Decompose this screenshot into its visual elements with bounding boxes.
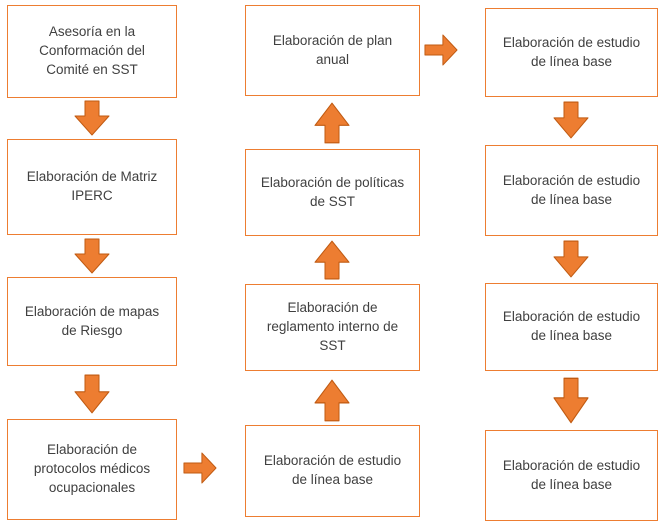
flow-box-politicas-sst: Elaboración de políticas de SST	[245, 149, 420, 236]
flow-box-plan-anual: Elaboración de plan anual	[245, 5, 420, 96]
arrow-down-icon	[74, 100, 110, 136]
flow-box-matriz-iperc: Elaboración de Matriz IPERC	[7, 139, 177, 235]
flow-box-estudio-linea-base-1: Elaboración de estudio de línea base	[485, 8, 658, 97]
arrow-down-icon	[553, 240, 589, 278]
arrow-up-icon	[314, 102, 350, 144]
arrow-up-icon	[314, 240, 350, 280]
flow-box-estudio-linea-base-4: Elaboración de estudio de línea base	[485, 430, 658, 521]
flow-box-estudio-linea-base-3: Elaboración de estudio de línea base	[485, 283, 658, 371]
flow-box-protocolos-medicos: Elaboración de protocolos médicos ocupac…	[7, 419, 177, 520]
arrow-right-icon	[424, 34, 458, 66]
arrow-down-icon	[74, 374, 110, 414]
arrow-up-icon	[314, 379, 350, 422]
flow-box-mapas-riesgo: Elaboración de mapas de Riesgo	[7, 277, 177, 366]
arrow-down-icon	[74, 238, 110, 274]
arrow-down-icon	[553, 377, 589, 424]
arrow-down-icon	[553, 101, 589, 139]
flow-box-reglamento-interno-sst: Elaboración de reglamento interno de SST	[245, 284, 420, 371]
flow-box-estudio-linea-base-2: Elaboración de estudio de línea base	[485, 145, 658, 236]
arrow-right-icon	[183, 452, 217, 484]
flow-box-asesoria-comite-sst: Asesoría en la Conformación del Comité e…	[7, 5, 177, 98]
flow-box-estudio-linea-base-middle: Elaboración de estudio de línea base	[245, 425, 420, 517]
